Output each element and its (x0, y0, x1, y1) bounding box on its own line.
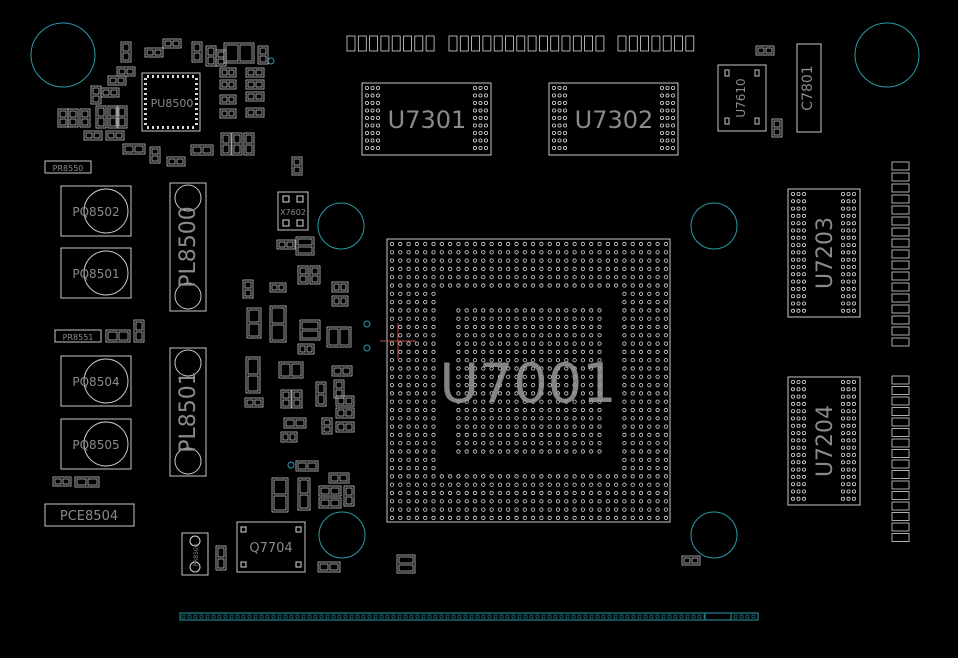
pl8501-label: PL8501 (176, 371, 201, 453)
pq8505-label: PQ8505 (72, 438, 119, 452)
u7203-footprint[interactable]: U7203 (787, 188, 861, 318)
pq8501-label: PQ8501 (72, 267, 119, 281)
u7302-label: U7302 (575, 106, 654, 134)
pce8504-label: PCE8504 (60, 509, 118, 524)
via-ring-4 (690, 511, 738, 559)
q7704-label: Q7704 (249, 541, 292, 556)
q7704-footprint[interactable]: Q7704 (236, 521, 306, 573)
pr8551-footprint[interactable]: PR8551 (54, 329, 102, 343)
u7204-label: U7204 (813, 405, 838, 477)
mounting-hole-top-right (854, 22, 920, 88)
c7801-label: C7801 (800, 65, 816, 110)
mounting-hole-top-left (30, 22, 96, 88)
u7302-footprint[interactable]: U7302 (548, 82, 679, 156)
right-edge-pads (891, 161, 910, 542)
x7602-footprint[interactable]: X7602 (277, 191, 309, 231)
pl8500-label: PL8500 (176, 206, 201, 288)
pr8550-footprint[interactable]: PR8550 (44, 160, 92, 174)
pq8504-label: PQ8504 (72, 375, 119, 389)
via-small-2 (363, 320, 371, 328)
pl8500-footprint[interactable]: PL8500 (169, 182, 207, 312)
c7801-footprint[interactable]: C7801 (796, 43, 822, 133)
pq8504-footprint[interactable]: PQ8504 (60, 355, 132, 407)
pr8500-footprint[interactable]: PR8500 (181, 532, 209, 576)
u7301-label: U7301 (388, 106, 467, 134)
u7001-bga-footprint[interactable]: U7001 (386, 238, 671, 523)
via-small-4 (287, 461, 295, 469)
u7204-footprint[interactable]: U7204 (787, 376, 861, 506)
pr8550-label: PR8550 (53, 164, 84, 173)
mounting-holes (30, 22, 920, 559)
pu8500-footprint[interactable]: PU8500 (141, 72, 201, 132)
u7610-label: U7610 (734, 78, 748, 117)
u7610-footprint[interactable]: U7610 (717, 64, 767, 132)
via-ring-1 (317, 202, 365, 250)
via-small-1 (267, 57, 275, 65)
bottom-edge-connector (179, 612, 759, 621)
u7301-footprint[interactable]: U7301 (361, 82, 492, 156)
via-small-3 (363, 344, 371, 352)
pce8504-footprint[interactable]: PCE8504 (44, 503, 135, 527)
pl8501-footprint[interactable]: PL8501 (169, 347, 207, 477)
via-ring-3 (318, 511, 366, 559)
u7001-label: U7001 (440, 352, 617, 415)
pq8502-label: PQ8502 (72, 205, 119, 219)
crosshair-icon (380, 323, 416, 359)
pq8505-footprint[interactable]: PQ8505 (60, 418, 132, 470)
u7203-label: U7203 (813, 217, 838, 289)
pq8501-footprint[interactable]: PQ8501 (60, 247, 132, 299)
pq8502-footprint[interactable]: PQ8502 (60, 185, 132, 237)
x7602-label: X7602 (280, 208, 306, 217)
via-ring-2 (690, 202, 738, 250)
top-connector-pads (346, 35, 695, 52)
small-passive-components (52, 38, 783, 574)
pr8500-label: PR8500 (193, 543, 200, 566)
pr8551-label: PR8551 (63, 333, 94, 342)
pu8500-label: PU8500 (151, 97, 194, 110)
